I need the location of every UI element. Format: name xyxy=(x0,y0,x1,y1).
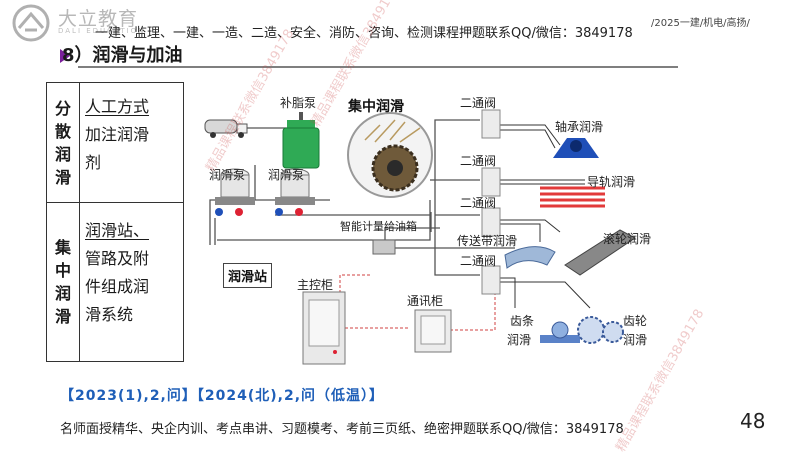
label-valve-3: 二通阀 xyxy=(460,196,497,210)
label-grease-pump: 补脂泵 xyxy=(280,96,317,110)
label-comm-cabinet: 通讯柜 xyxy=(407,294,444,308)
category-cell: 集 中 润 滑 xyxy=(47,203,80,361)
brand-subtitle: DALI EDUCATION xyxy=(58,27,146,35)
lubrication-pump-icon xyxy=(275,168,315,216)
valve-feed-lines xyxy=(500,124,591,309)
label-lubrication-station: 润滑站 xyxy=(223,263,273,288)
title-divider xyxy=(78,66,678,68)
lubrication-pump-icon xyxy=(215,168,255,216)
label-roller: 滚轮润滑 xyxy=(603,232,652,246)
brand-logo-icon xyxy=(12,4,50,42)
label-belt: 传送带润滑 xyxy=(457,234,518,248)
label-gear-1: 齿轮 xyxy=(623,314,648,328)
conveyor-belt-icon xyxy=(504,246,556,269)
rack-icon xyxy=(540,321,580,343)
table-row-dispersed: 分 散 润 滑 人工方式 加注润滑 剂 xyxy=(47,83,183,203)
roller-icon xyxy=(564,229,636,276)
main-control-cabinet-icon xyxy=(302,291,346,365)
label-rack-1: 齿条 xyxy=(510,314,535,328)
label-bearing: 轴承润滑 xyxy=(555,120,604,134)
gear-assembly-icon xyxy=(347,112,433,198)
lubrication-table: 分 散 润 滑 人工方式 加注润滑 剂 集 中 润 滑 润滑站、 管路及附 件组… xyxy=(46,82,184,362)
label-valve-2: 二通阀 xyxy=(460,154,497,168)
label-valve-1: 二通阀 xyxy=(460,96,497,110)
valve-boxes xyxy=(481,109,501,295)
rail-icon xyxy=(540,186,605,208)
exam-reference: 【2023(1),2,问】【2024(北),2,问（低温）】 xyxy=(60,388,385,404)
label-central-lubrication: 集中润滑 xyxy=(348,99,404,115)
description-cell: 人工方式 加注润滑 剂 xyxy=(85,97,150,172)
footer-promo: 名师面授精华、央企内训、考点串讲、习题模考、考前三页纸、绝密押题联系QQ/微信：… xyxy=(60,422,624,437)
tanker-truck-icon xyxy=(204,119,248,138)
central-lubrication-diagram: 补脂泵 集中润滑 润滑泵 润滑泵 智能计量给油箱 润滑站 主控柜 通讯柜 二通阀… xyxy=(195,80,705,368)
table-row-central: 集 中 润 滑 润滑站、 管路及附 件组成润 滑系统 xyxy=(47,203,183,361)
title-bullet-icon xyxy=(60,49,70,63)
slide-title: 8）润滑与加油 xyxy=(62,45,183,66)
label-main-cabinet: 主控柜 xyxy=(297,278,334,292)
category-cell: 分 散 润 滑 xyxy=(47,83,80,202)
bearing-icon xyxy=(553,138,599,158)
communication-cabinet-icon xyxy=(414,309,452,353)
diagram-drawing xyxy=(204,109,636,365)
label-pump-2: 润滑泵 xyxy=(268,168,305,182)
description-cell: 润滑站、 管路及附 件组成润 滑系统 xyxy=(85,221,150,324)
label-metering-box: 智能计量给油箱 xyxy=(340,220,417,233)
brand-name: 大立教育 xyxy=(58,8,139,30)
label-pump-1: 润滑泵 xyxy=(209,168,246,182)
course-tag: /2025一建/机电/高扬/ xyxy=(651,18,750,29)
label-rack-2: 润滑 xyxy=(507,333,532,347)
gears-icon xyxy=(577,316,624,344)
page-number: 48 xyxy=(740,409,766,433)
label-gear-2: 润滑 xyxy=(623,333,648,347)
promo-line: 一建、监理、一建、一造、二造、安全、消防、咨询、检测课程押题联系QQ/微信：38… xyxy=(95,26,633,41)
label-rail: 导轨润滑 xyxy=(587,175,636,189)
control-lines xyxy=(339,274,496,331)
grease-pump-tank-icon xyxy=(282,112,320,169)
label-valve-4: 二通阀 xyxy=(460,254,497,268)
metering-box-icon xyxy=(372,239,396,255)
